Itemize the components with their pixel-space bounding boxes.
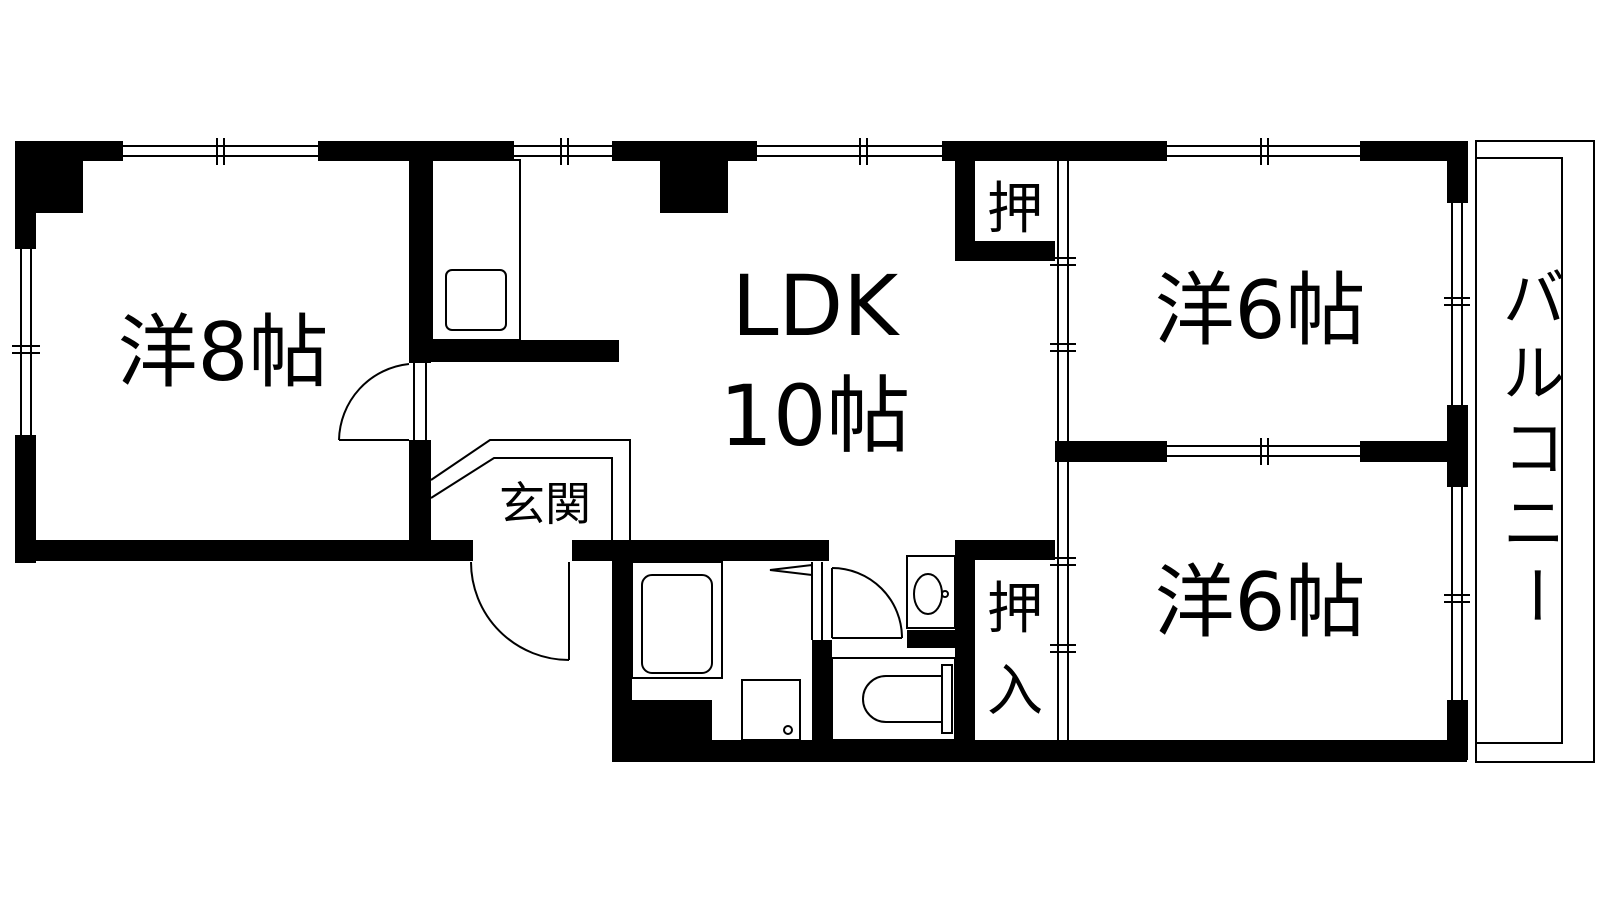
balcony-char: ニ [1503, 487, 1565, 560]
balcony-char: コ [1503, 412, 1565, 485]
balcony-label: バ ル コ ニ ー [1499, 262, 1572, 626]
room-label-closet-bottom-2: 入 [987, 659, 1043, 724]
room-label-western-6-bottom: 洋6帖 [1155, 556, 1366, 649]
balcony-char: バ [1503, 262, 1565, 335]
walls [15, 141, 1468, 762]
balcony-char: ー [1499, 564, 1572, 626]
fixtures [338, 159, 956, 741]
room-label-closet-bottom-1: 押 [987, 577, 1043, 642]
room-label-western-8: 洋8帖 [118, 306, 329, 399]
room-label-western-6-top: 洋6帖 [1155, 264, 1366, 357]
room-label-entrance: 玄関 [499, 477, 591, 531]
balcony-outline [1475, 140, 1595, 763]
balcony-char: ル [1503, 337, 1565, 410]
room-label-ldk: LDK [732, 257, 900, 355]
room-label-ldk-size: 10帖 [720, 367, 911, 465]
room-label-closet-top: 押 [987, 177, 1043, 242]
windows [12, 138, 1470, 740]
